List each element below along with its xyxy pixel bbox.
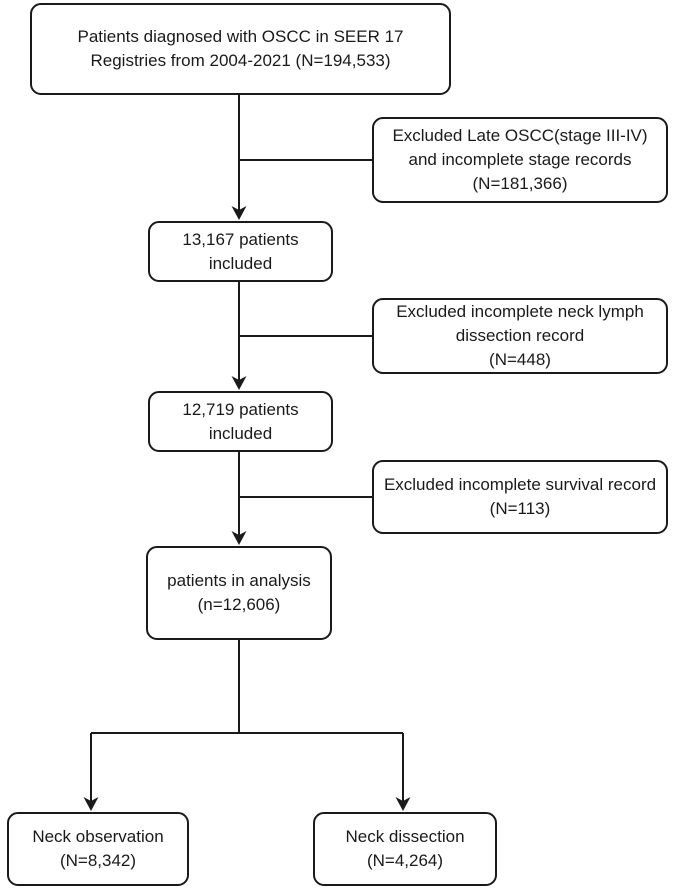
node-included-12719: 12,719 patients included <box>148 391 333 452</box>
node-source-population: Patients diagnosed with OSCC in SEER 17 … <box>30 3 451 95</box>
node-text-line: (N=4,264) <box>366 851 444 870</box>
node-text-line: and incomplete stage records <box>408 150 632 169</box>
node-text-line: Neck observation <box>32 827 164 846</box>
node-text-line: Excluded incomplete survival record <box>383 475 657 494</box>
node-text-line: Registries from 2004-2021 (N=194,533) <box>90 51 391 70</box>
node-text-line: dissection record <box>455 326 585 345</box>
node-text-line: (n=12,606) <box>197 595 281 614</box>
node-text-line: Excluded Late OSCC(stage III-IV) <box>392 126 648 145</box>
node-text-line: patients in analysis <box>167 571 311 590</box>
node-text-line: 12,719 patients <box>182 399 299 419</box>
node-text-line: (N=113) <box>489 499 551 518</box>
node-text-line: 13,167 patients <box>182 229 299 249</box>
node-text-line: Patients diagnosed with OSCC in SEER 17 <box>77 27 404 46</box>
node-text-line: (N=8,342) <box>59 851 137 870</box>
node-text-line: (N=181,366) <box>472 174 568 193</box>
node-text-line: Neck dissection <box>345 827 465 846</box>
node-neck-observation: Neck observation (N=8,342) <box>7 812 189 886</box>
node-excluded-neck-dissection-record: Excluded incomplete neck lymph dissectio… <box>372 298 668 374</box>
node-text-line: included <box>208 423 273 443</box>
node-text-line: Excluded incomplete neck lymph <box>396 302 644 321</box>
node-included-13167: 13,167 patients included <box>148 221 333 282</box>
node-excluded-survival-record: Excluded incomplete survival record (N=1… <box>372 460 668 534</box>
node-excluded-late-stage: Excluded Late OSCC(stage III-IV) and inc… <box>372 117 668 203</box>
node-text-line: included <box>208 253 273 273</box>
flow-lines <box>90 94 404 804</box>
node-patients-in-analysis: patients in analysis (n=12,606) <box>146 546 332 640</box>
node-neck-dissection: Neck dissection (N=4,264) <box>313 812 497 886</box>
node-text-line: (N=448) <box>489 350 551 369</box>
flow-arrowheads <box>83 206 411 811</box>
